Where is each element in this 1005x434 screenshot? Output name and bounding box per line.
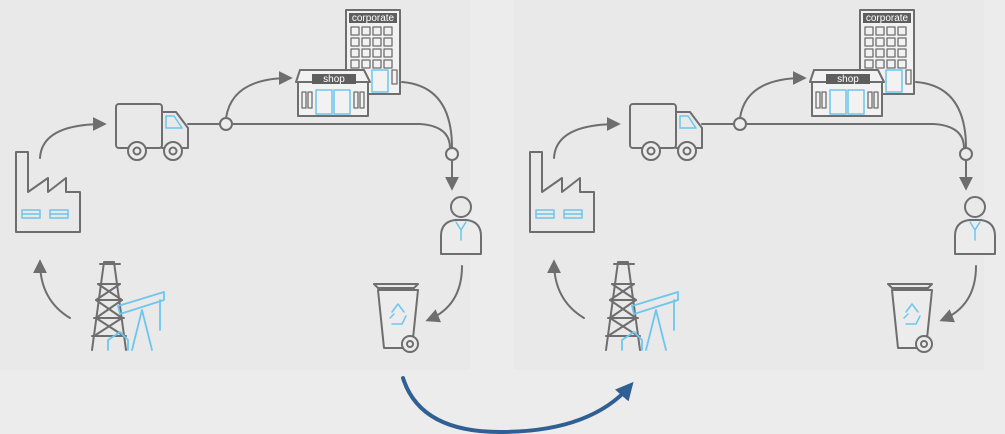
factory-icon	[15, 151, 81, 233]
recycle-bin-icon	[373, 283, 419, 353]
flow-line-junction-to-consumer	[745, 123, 965, 149]
flow-line-corporate-to-node	[401, 81, 453, 149]
flow-arrow-factory-to-truck	[39, 117, 107, 159]
corporate-label: corporate	[866, 13, 909, 24]
junction-node	[445, 147, 459, 161]
flow-arrow-junction-to-shop	[225, 71, 293, 119]
corporate-label: corporate	[352, 13, 395, 24]
oil-rig-icon	[91, 261, 165, 351]
shop-label: shop	[837, 74, 859, 85]
right-cycle	[514, 0, 996, 370]
person-icon	[440, 196, 482, 255]
flow-line-junction-to-consumer	[231, 123, 451, 149]
recycle-bin-icon	[887, 283, 933, 353]
curved-arrow-icon	[401, 376, 634, 434]
flow-arrow-person-to-bin	[425, 265, 463, 323]
shop-label: shop	[323, 74, 345, 85]
junction-node	[959, 147, 973, 161]
person-icon	[954, 196, 996, 255]
truck-icon	[115, 103, 189, 161]
junction-node	[219, 117, 233, 131]
flow-arrow-rig-to-factory	[33, 259, 71, 319]
shop-icon	[809, 69, 885, 117]
flow-arrow-factory-to-truck	[553, 117, 621, 159]
junction-node	[733, 117, 747, 131]
flow-line-corporate-to-node	[915, 81, 967, 149]
flow-arrow-rig-to-factory	[547, 259, 585, 319]
flow-arrow-junction-to-shop	[739, 71, 807, 119]
truck-icon	[629, 103, 703, 161]
factory-icon	[529, 151, 595, 233]
oil-rig-icon	[605, 261, 679, 351]
flow-arrow-person-to-bin	[939, 265, 977, 323]
shop-icon	[295, 69, 371, 117]
left-cycle	[0, 0, 482, 370]
